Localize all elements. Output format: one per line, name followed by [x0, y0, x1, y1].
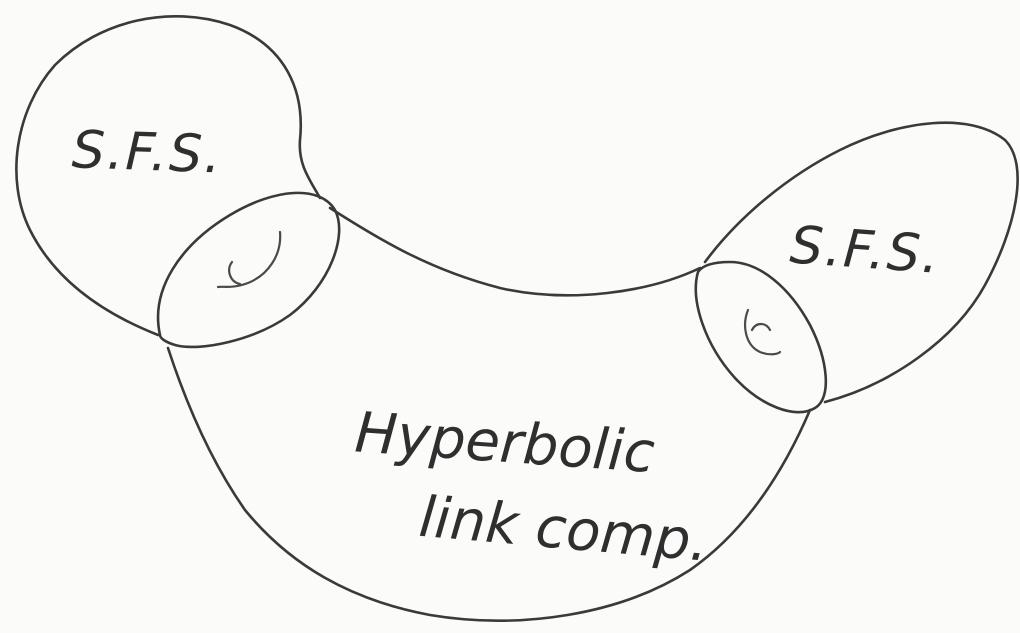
left-sfs-label: S.F.S.: [71, 120, 224, 185]
hyperbolic-region-top-edge: [330, 208, 700, 295]
left-torus-meridian-icon: [218, 232, 280, 287]
hyperbolic-region-bottom-edge: [168, 348, 810, 621]
left-torus-boundary: [158, 193, 339, 347]
right-sfs-label: S.F.S.: [788, 215, 943, 285]
right-torus-boundary: [696, 262, 826, 412]
hyperbolic-label-line2: link comp.: [417, 485, 711, 575]
right-torus-meridian-icon: [745, 310, 780, 354]
hyperbolic-label-line1: Hyperbolic: [353, 400, 657, 486]
